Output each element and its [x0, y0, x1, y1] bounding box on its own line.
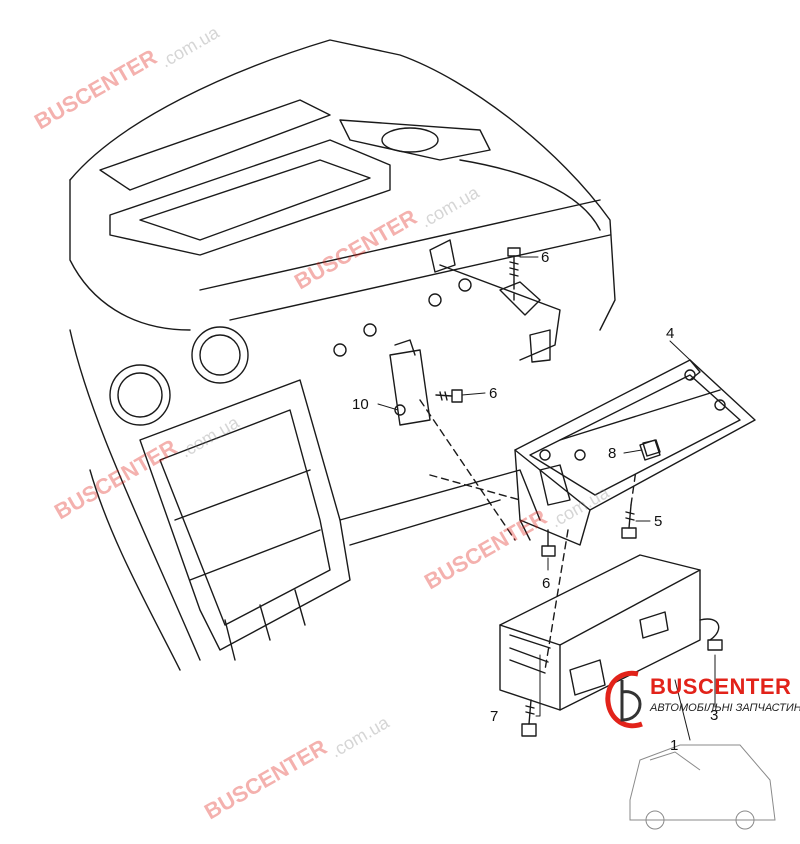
leader-lines [377, 256, 716, 741]
callout-6-top: 6 [541, 249, 549, 266]
buscenter-logo-mark-icon [605, 670, 643, 729]
passenger-airbag-module [499, 554, 723, 711]
screw-6-middle [435, 389, 463, 403]
screw-5 [621, 504, 637, 539]
watermark-brand: BUSCENTER [200, 734, 331, 824]
callout-1: 1 [670, 737, 678, 754]
watermark-domain: .com.ua [157, 22, 223, 72]
callout-3: 3 [710, 707, 718, 724]
watermark-domain: .com.ua [547, 482, 613, 532]
callout-7: 7 [490, 708, 498, 725]
watermark-domain: .com.ua [417, 182, 483, 232]
screw-6-lower [541, 529, 556, 557]
callout-6-middle: 6 [489, 385, 497, 402]
logo-title: BUSCENTER [650, 674, 792, 699]
buscenter-logo: BUSCENTER АВТОМОБІЛЬНІ ЗАПЧАСТИНИ [600, 660, 800, 740]
screw-7 [521, 699, 537, 737]
dashboard-outline [69, 39, 616, 671]
assembly-lines [419, 281, 637, 671]
callout-labels: 6 6 10 4 8 5 6 7 1 3 [352, 249, 718, 754]
screw-6-top [507, 247, 521, 283]
mounting-bracket-10 [333, 239, 561, 426]
logo-subtitle: АВТОМОБІЛЬНІ ЗАПЧАСТИНИ [650, 702, 800, 714]
callout-8: 8 [608, 445, 616, 462]
vehicle-thumbnail [629, 744, 776, 830]
callout-10: 10 [352, 396, 369, 413]
watermark-brand: BUSCENTER [50, 434, 181, 524]
watermark-domain: .com.ua [177, 412, 243, 462]
watermark-domain: .com.ua [327, 712, 393, 762]
watermark-layer: BUSCENTER .com.ua BUSCENTER .com.ua BUSC… [30, 22, 613, 825]
clip-8 [642, 439, 661, 457]
callout-5: 5 [654, 513, 662, 530]
airbag-carrier-frame-4 [514, 359, 756, 546]
callout-4: 4 [666, 325, 674, 342]
callout-6-lower: 6 [542, 575, 550, 592]
